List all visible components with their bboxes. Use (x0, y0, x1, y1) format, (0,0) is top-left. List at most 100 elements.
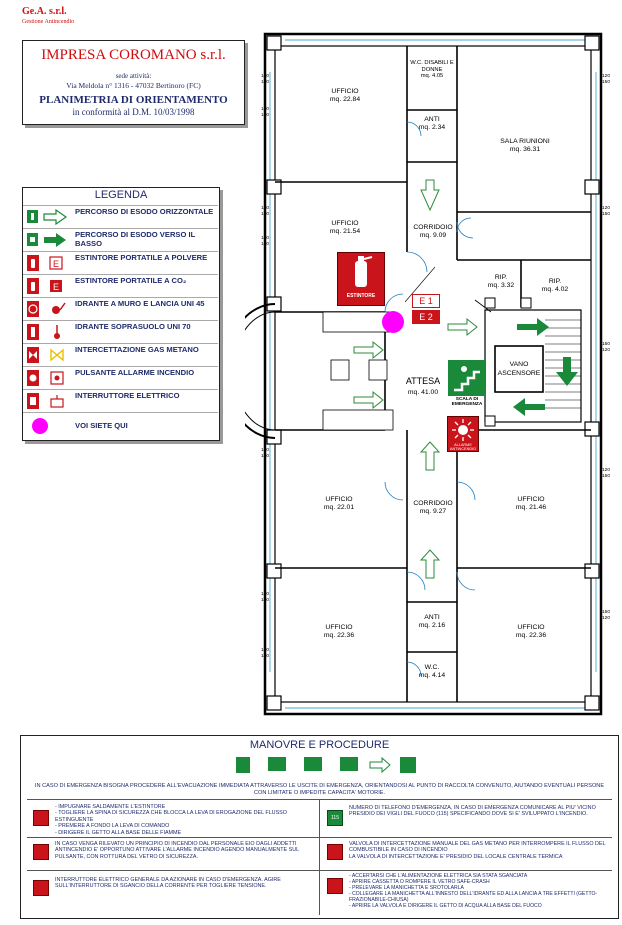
gas-valve-icon (327, 844, 343, 860)
dim-label: 120 (602, 206, 611, 211)
you-are-here-dot-icon (26, 417, 68, 435)
dim-label: 150 (261, 80, 270, 85)
procedures-grid: - IMPUGNARE SALDAMENTE L'ESTINTORE - TOG… (27, 799, 612, 915)
dim-label: 120 (602, 616, 611, 621)
legend-item-exodus-horizontal: PERCORSO DI ESODO ORIZZONTALE (23, 205, 218, 228)
room-label: VANO ASCENSORE (497, 361, 541, 377)
floor-plan-drawing (224, 32, 603, 716)
dim-label: 150 (602, 212, 611, 217)
extinguisher-co2-icon: E (26, 277, 68, 295)
dim-label: 150 (602, 474, 611, 479)
sede-label: sede attività: (115, 72, 152, 80)
plan-title: PLANIMETRIA DI ORIENTAMENTO (39, 94, 228, 106)
legend-label: PULSANTE ALLARME INCENDIO (75, 368, 195, 377)
dim-label: 120 (261, 206, 270, 211)
dim-label: 120 (261, 236, 270, 241)
dim-label: 120 (261, 654, 270, 659)
legend-box: LEGENDA PERCORSO DI ESODO ORIZZONTALE PE… (22, 187, 220, 441)
title-block: IMPRESA COROMANO s.r.l. sede attività: V… (22, 40, 245, 125)
extinguisher-icon (355, 256, 373, 287)
procedure-text: INTERRUTTORE ELETTRICO GENERALE DA AZION… (55, 877, 281, 890)
company-title: IMPRESA COROMANO s.r.l. (41, 47, 226, 63)
ground-hydrant-icon (26, 323, 68, 341)
exit-sign-icon (448, 360, 486, 396)
room-label: W.C.mq. 4.14 (418, 664, 446, 679)
extinguisher-code-e1: E 1 (412, 294, 440, 308)
procedure-text: NUMERO DI TELEFONO D'EMERGENZA, IN CASO … (349, 805, 596, 818)
gas-valve-icon (26, 346, 68, 364)
you-are-here-marker (382, 311, 404, 333)
legend-item-switch: INTERRUTTORE ELETTRICO (23, 389, 218, 412)
procedures-title: MANOVRE E PROCEDURE (249, 739, 390, 751)
dim-label: 150 (602, 610, 611, 615)
procedure-text: - IMPUGNARE SALDAMENTE L'ESTINTORE - TOG… (55, 804, 287, 836)
legend-label: ESTINTORE PORTATILE A CO₂ (75, 276, 187, 285)
emergency-stair-sign: SCALA DI EMERGENZA (448, 360, 486, 412)
legend-item-co2-extinguisher: E ESTINTORE PORTATILE A CO₂ (23, 274, 218, 297)
extinguisher-code-e2: E 2 (412, 310, 440, 324)
legend-item-you-are-here: VOI SIETE QUI (23, 412, 218, 440)
dim-label: 150 (261, 592, 270, 597)
ext-code: E (53, 259, 59, 269)
legend-item-exodus-down: PERCORSO DI ESODO VERSO IL BASSO (23, 228, 218, 251)
procedures-panel: MANOVRE E PROCEDURE IN CASO DI EMERGENZA… (20, 735, 619, 919)
dim-label: 150 (261, 454, 270, 459)
phone-115-icon: 115 (327, 810, 343, 826)
alarm-button-icon (26, 369, 68, 387)
extinguisher-sign-label: ESTINTORE (346, 293, 376, 299)
fire-alarm-sign: ALLARME ANTINCENDIO (447, 416, 479, 452)
hydrant-hose-icon (327, 878, 343, 894)
room-label: RIP.mq. 4.02 (541, 278, 569, 293)
dim-label: 120 (261, 598, 270, 603)
electric-switch-icon (33, 880, 49, 896)
dim-label: 150 (261, 242, 270, 247)
address: Via Meldola n° 1316 - 47032 Bertinoro (F… (66, 81, 201, 90)
alarm-icon (33, 844, 49, 860)
legend-item-fire-alarm: PULSANTE ALLARME INCENDIO (23, 366, 218, 389)
dim-label: 120 (261, 448, 270, 453)
extinguisher-icon (33, 810, 49, 826)
legend-item-powder-extinguisher: E ESTINTORE PORTATILE A POLVERE (23, 251, 218, 274)
exit-sign-arrow-solid-icon (26, 231, 68, 249)
procedure-text: VALVOLA DI INTERCETTAZIONE MANUALE DEL G… (349, 841, 606, 860)
legend-label: IDRANTE A MURO E LANCIA UNI 45 (75, 299, 205, 308)
procedure-text: - ACCERTARSI CHE L'ALIMENTAZIONE ELETTRI… (349, 873, 598, 909)
legend-label: PERCORSO DI ESODO VERSO IL BASSO (75, 230, 196, 248)
dim-label: 120 (602, 348, 611, 353)
company-subtitle: Gestione Antincendio (22, 19, 75, 25)
alarm-icon (452, 419, 474, 441)
dim-label: 150 (261, 113, 270, 118)
floor-plan: 120 150 120 150 120 150 120 150 120 150 … (224, 12, 620, 732)
dim-label: 120 (602, 468, 611, 473)
legend-label: INTERRUTTORE ELETTRICO (75, 391, 180, 400)
ext-code: E (53, 282, 59, 292)
dim-label: 120 (261, 107, 270, 112)
legend-label: IDRANTE SOPRASUOLO UNI 70 (75, 322, 191, 331)
legend-label: VOI SIETE QUI (75, 421, 128, 430)
dim-label: 150 (602, 342, 611, 347)
legend-title: LEGENDA (94, 189, 148, 201)
fire-alarm-label: ALLARME ANTINCENDIO (449, 443, 477, 451)
exit-sign-arrow-outline-icon (26, 208, 68, 226)
legend-item-wall-hydrant: IDRANTE A MURO E LANCIA UNI 45 (23, 297, 218, 320)
hydrant-hose-icon (26, 300, 68, 318)
dim-label: 150 (602, 80, 611, 85)
emergency-stair-label: SCALA DI EMERGENZA (451, 397, 483, 408)
procedures-intro: IN CASO DI EMERGENZA BISOGNA PROCEDERE A… (34, 783, 605, 796)
procedure-signs-row (236, 756, 416, 776)
company-logo-text: Ge.A. s.r.l. (22, 6, 67, 17)
plan-subtitle: in conformità al D.M. 10/03/1998 (72, 107, 195, 117)
room-label: RIP.mq. 3.32 (487, 274, 515, 289)
legend-label: INTERCETTAZIONE GAS METANO (75, 345, 199, 354)
